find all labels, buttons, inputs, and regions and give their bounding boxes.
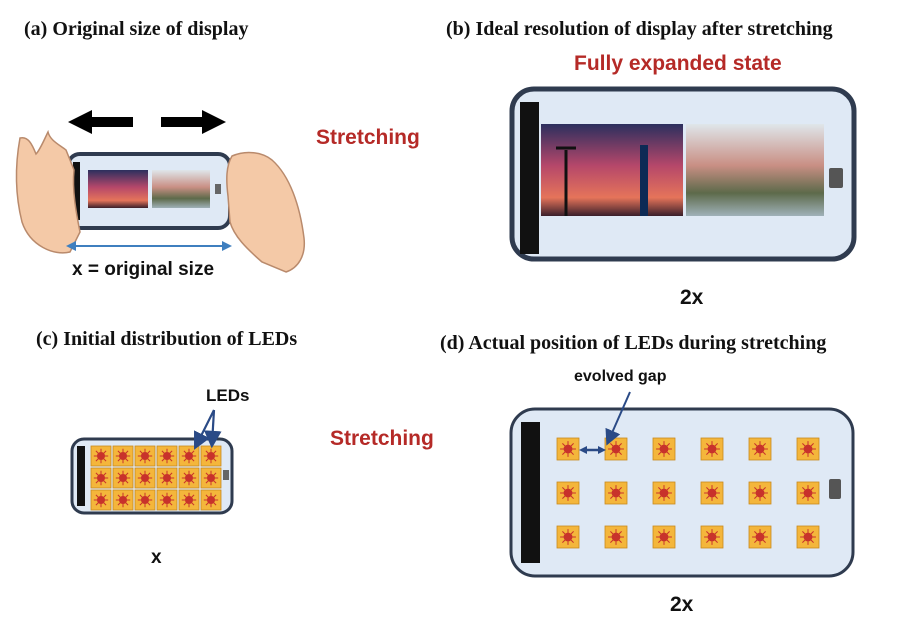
led-icon [796,437,820,461]
left-arrow-icon [68,110,133,134]
led-icon [700,481,724,505]
fully-expanded-label: Fully expanded state [574,52,782,75]
double-arrow-icon [579,446,606,454]
led-icon [556,525,580,549]
panel-b-title: (b) Ideal resolution of display after st… [446,18,833,40]
led-display-small [70,409,234,515]
led-icon [156,445,178,467]
led-icon [134,489,156,511]
stretching-label-top: Stretching [316,126,420,149]
stretching-label-bottom: Stretching [330,427,434,450]
panel-a-caption: x = original size [72,259,215,280]
led-icon [556,437,580,461]
led-icon [134,467,156,489]
led-icon [200,445,222,467]
led-icon [90,445,112,467]
led-icon [200,467,222,489]
right-arrow-icon [161,110,226,134]
led-icon [112,489,134,511]
led-icon [556,481,580,505]
led-display-expanded [509,391,855,578]
led-icon [604,481,628,505]
led-icon [700,525,724,549]
led-icon [178,489,200,511]
led-icon [112,445,134,467]
panel-d-title: (d) Actual position of LEDs during stret… [440,332,827,354]
panel-d-caption: 2x [670,593,694,616]
led-icon [748,437,772,461]
led-icon [90,489,112,511]
led-icon [156,489,178,511]
led-icon [652,525,676,549]
led-icon [652,481,676,505]
led-icon [90,467,112,489]
led-icon [748,525,772,549]
led-icon [178,467,200,489]
expanded-display [509,86,857,262]
led-icon [178,445,200,467]
hand-icon [226,151,306,273]
hand-icon [15,129,81,254]
led-icon [652,437,676,461]
led-icon [604,525,628,549]
led-icon [156,467,178,489]
panel-c-caption: x [151,547,162,568]
leds-label: LEDs [206,386,250,405]
panel-a-illustration [15,110,306,273]
led-icon [200,489,222,511]
led-grid-small [90,445,222,511]
led-icon [112,467,134,489]
led-icon [134,445,156,467]
led-icon [796,481,820,505]
led-icon [796,525,820,549]
panel-c-title: (c) Initial distribution of LEDs [36,328,298,350]
evolved-gap-label: evolved gap [574,368,667,385]
led-icon [700,437,724,461]
small-display [66,152,232,230]
panel-a-title: (a) Original size of display [24,18,249,40]
led-icon [748,481,772,505]
panel-b-caption: 2x [680,286,704,309]
